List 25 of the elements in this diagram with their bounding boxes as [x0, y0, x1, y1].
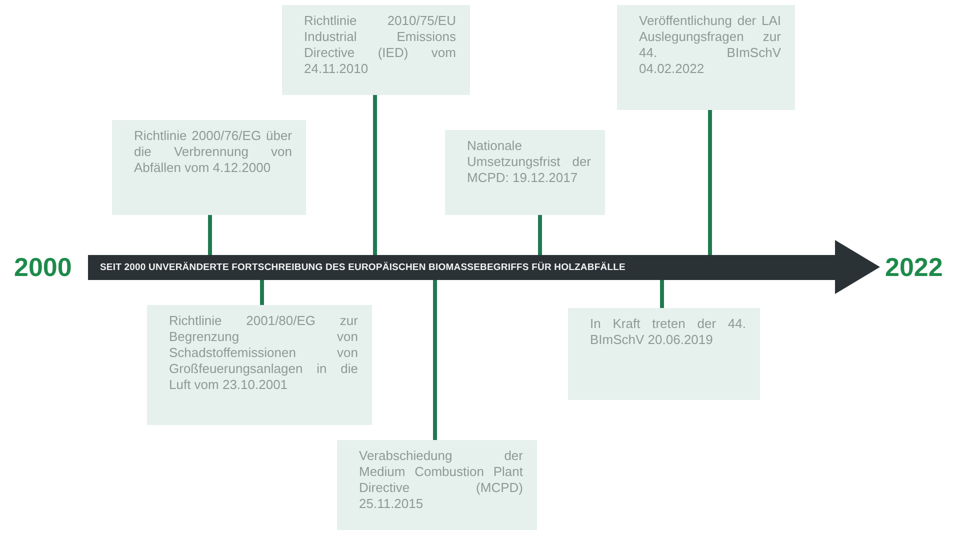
banner-text: SEIT 2000 UNVERÄNDERTE FORTSCHREIBUNG DES EUROPÄISCHEN BIOMASSEBEGRIFFS FÜR HOLZABFÄLLE — [100, 262, 626, 273]
connector-line — [433, 280, 437, 440]
event-text: Richtlinie 2000/76/EG über die Verbrennung von Abfällen vom 4.12.2000 — [134, 128, 292, 176]
connector-line — [260, 280, 264, 305]
connector-line — [373, 95, 377, 255]
event-box — [337, 440, 537, 530]
event-box — [568, 308, 760, 400]
connector-line — [660, 280, 664, 308]
connector-line — [538, 215, 542, 255]
event-text: Veröffentlichung der LAI Auslegungsfragen zur 44. BImSchV 04.02.2022 — [639, 13, 781, 77]
event-text: In Kraft treten der 44. BImSchV 20.06.2019 — [590, 316, 746, 348]
event-box — [147, 305, 372, 425]
connector-line — [208, 215, 212, 255]
event-box — [445, 130, 605, 215]
event-text: Nationale Umsetzungsfrist der MCPD: 19.12.2017 — [467, 138, 591, 186]
event-text: Richtlinie 2010/75/EU Industrial Emissions Directive (IED) vom 24.11.2010 — [304, 13, 456, 77]
year-label: 2022 — [885, 252, 943, 282]
event-text: Verabschiedung der Medium Combustion Plant Directive (MCPD) 25.11.2015 — [359, 448, 523, 512]
event-box — [617, 5, 795, 110]
connector-line — [708, 110, 712, 255]
event-box — [282, 5, 470, 95]
timeline-arrow — [88, 240, 880, 294]
year-label: 2000 — [14, 252, 72, 282]
event-text: Richtlinie 2001/80/EG zur Begrenzung von Schadstoffemissionen von Großfeuerungsanlagen in die Luft vom 23.10.2001 — [169, 313, 358, 393]
event-box — [112, 120, 306, 215]
